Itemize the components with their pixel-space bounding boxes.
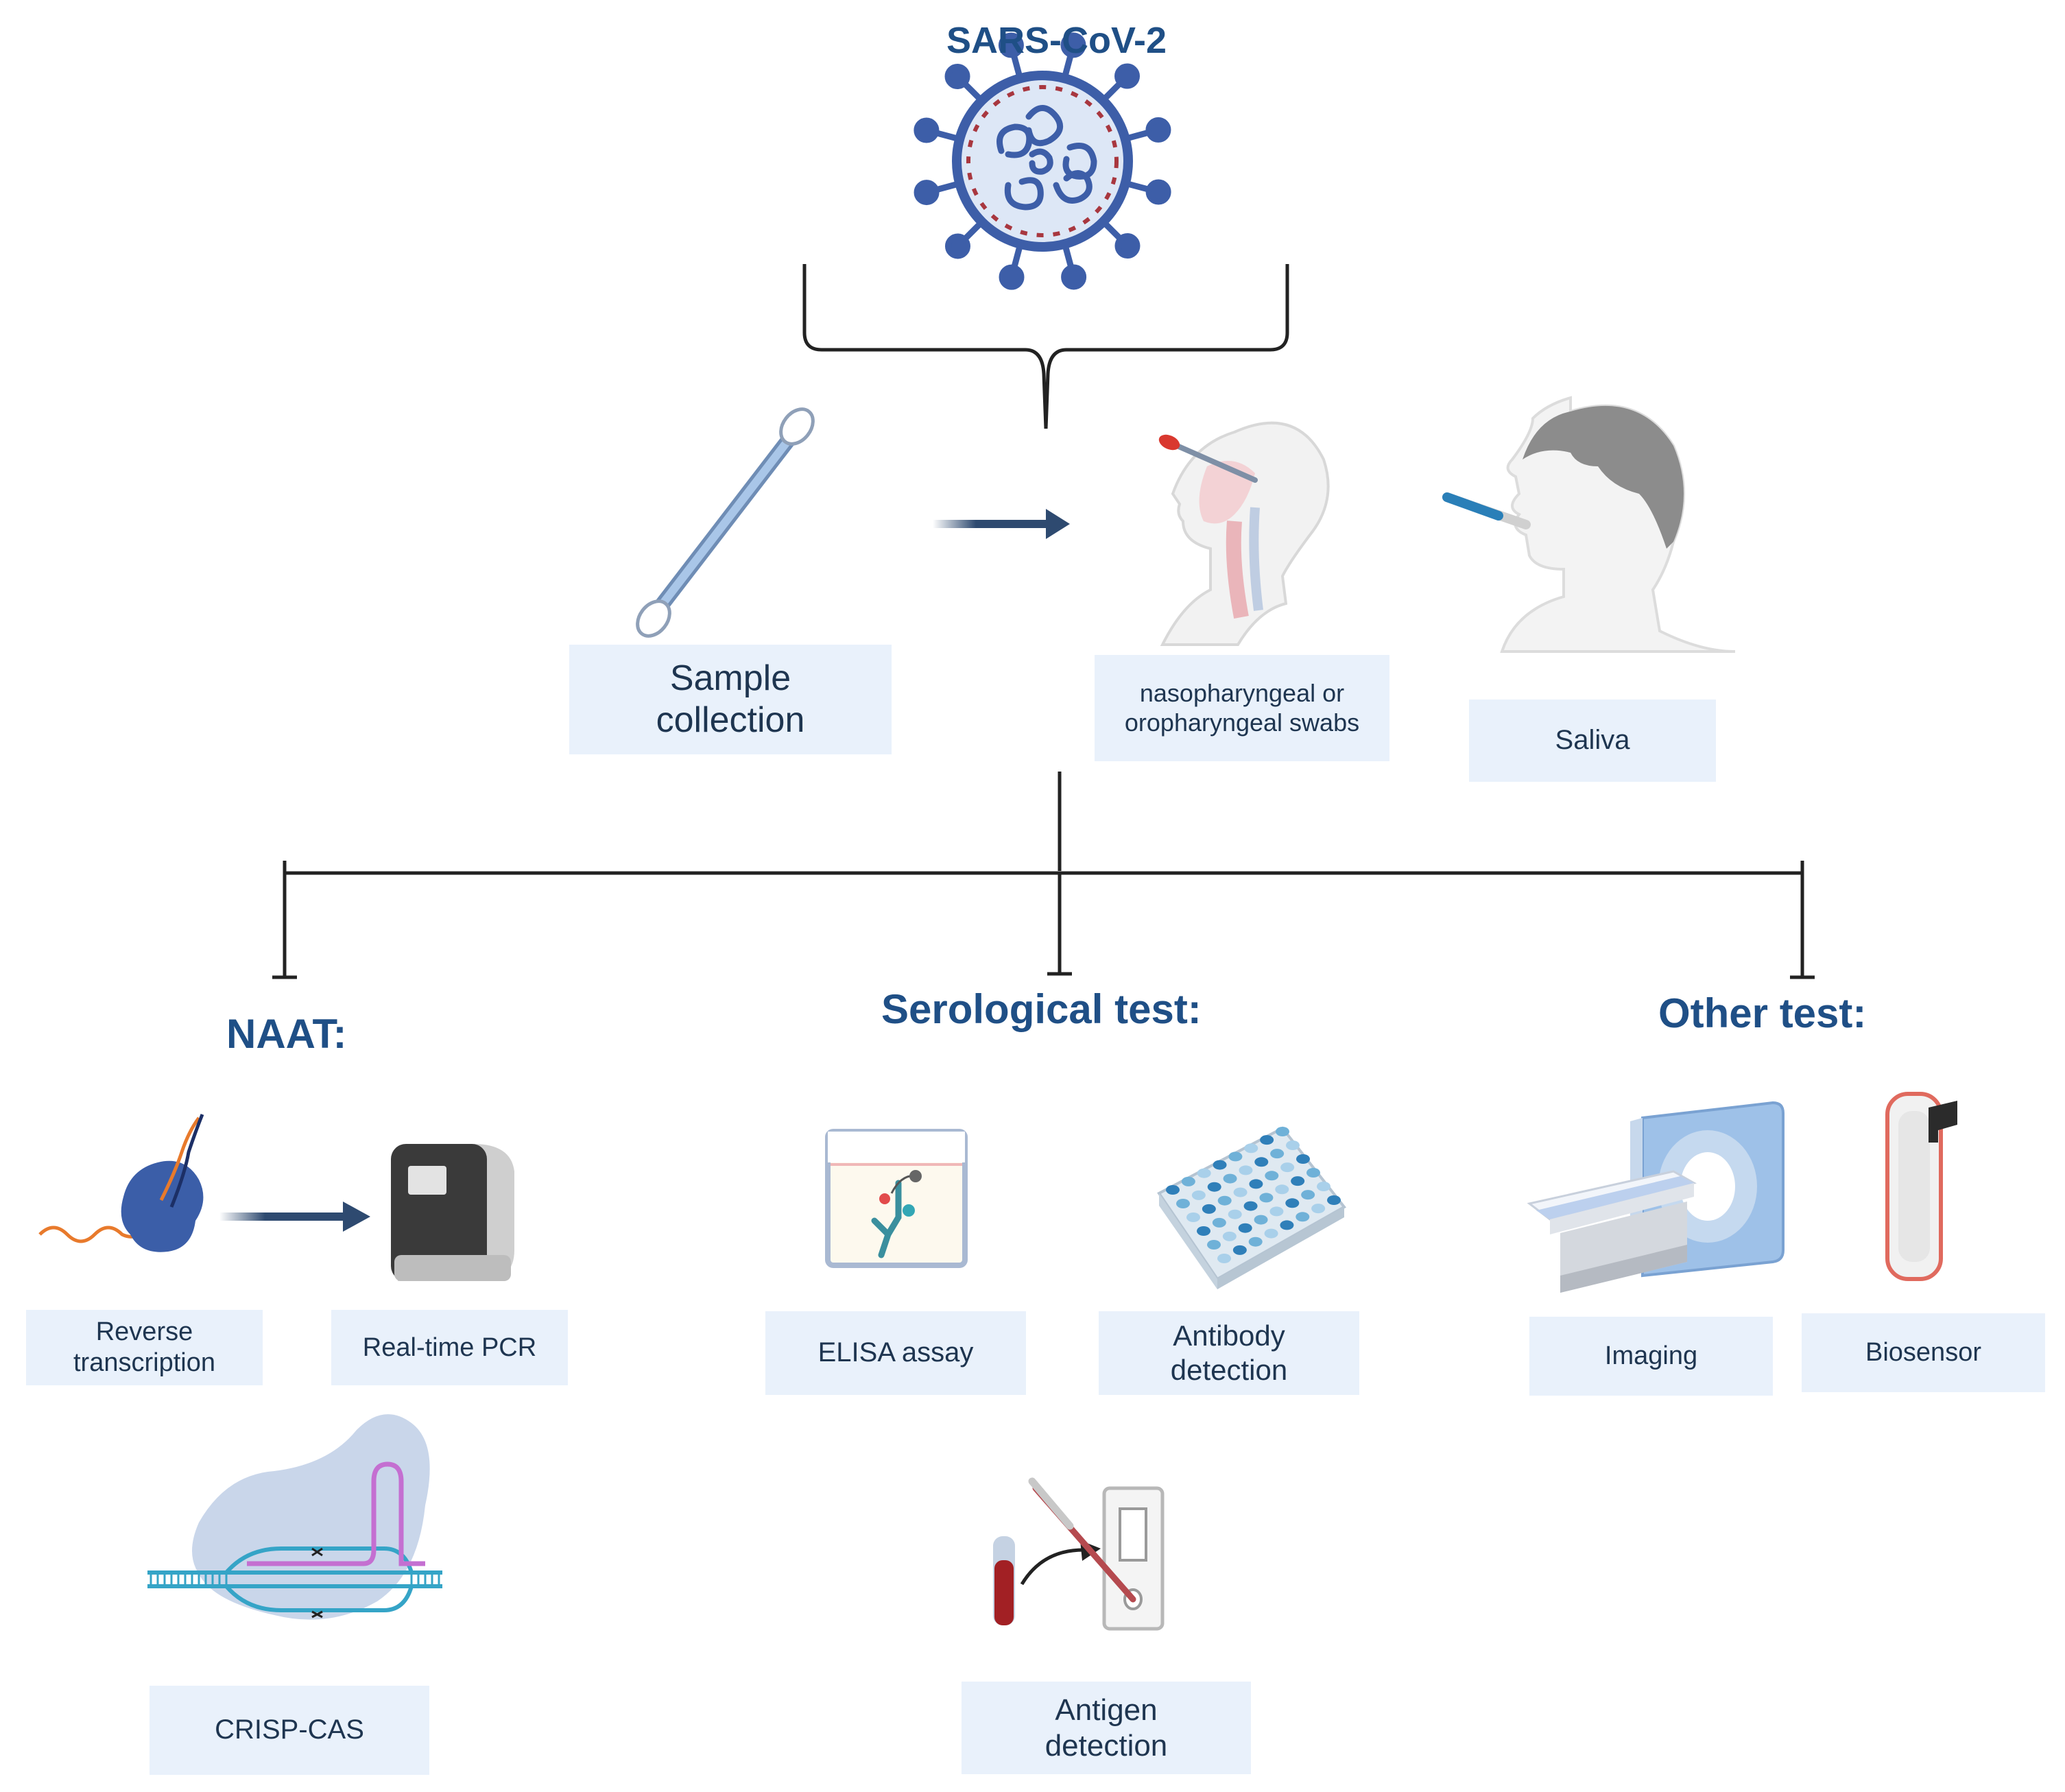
biosensor-icon [1885,1092,1957,1281]
reverse-transcription-icon [38,1114,204,1252]
imaging-text: Imaging [1604,1341,1698,1371]
saliva-method-text: Saliva [1555,725,1630,756]
method-tree [272,772,1815,979]
crispr-cas-label: CRISP-CAS [150,1686,429,1775]
elisa-assay-label: ELISA assay [765,1311,1026,1395]
saliva-person-icon [1442,396,1736,653]
antibody-detection-label: Antibody detection [1099,1311,1359,1395]
pcr-machine-icon [391,1144,514,1281]
nasopharyngeal-swab-icon [1158,421,1330,646]
reverse-transcription-label: Reverse transcription [26,1310,263,1385]
elisa-well-icon [825,1129,968,1268]
swab-stick-icon [636,407,815,638]
antibody-plate-icon [1157,1126,1347,1289]
diagram-title: SARS-CoV-2 [946,20,1167,61]
other-heading: Other test: [1658,990,1867,1036]
crispr-cas-text: CRISP-CAS [215,1715,364,1745]
collection-bracket [802,264,1289,429]
swab-method-text: nasopharyngeal or oropharyngeal swabs [1124,679,1360,737]
biosensor-label: Biosensor [1802,1313,2045,1392]
biosensor-text: Biosensor [1865,1338,1981,1367]
naat-heading: NAAT: [226,1011,347,1057]
imaging-label: Imaging [1529,1317,1773,1396]
reverse-transcription-text: Reverse transcription [73,1317,215,1377]
elisa-assay-text: ELISA assay [817,1337,974,1368]
saliva-method-label: Saliva [1469,700,1716,782]
virus-icon [914,32,1171,290]
swab-method-label: nasopharyngeal or oropharyngeal swabs [1095,655,1389,761]
sample-collection-text: Sample collection [656,658,805,740]
antigen-detection-text: Antigen detection [1045,1693,1168,1763]
antibody-detection-text: Antibody detection [1170,1319,1288,1386]
serological-heading: Serological test: [881,986,1202,1032]
real-time-pcr-label: Real-time PCR [331,1310,568,1385]
arrow-icon [933,509,1070,539]
sample-collection-label: Sample collection [569,645,892,754]
antigen-detection-label: Antigen detection [962,1682,1251,1774]
crispr-cas-icon [147,1414,442,1620]
antigen-test-icon [993,1477,1165,1631]
arrow-icon [219,1202,370,1232]
real-time-pcr-text: Real-time PCR [362,1333,537,1362]
ct-scanner-icon [1527,1101,1785,1293]
